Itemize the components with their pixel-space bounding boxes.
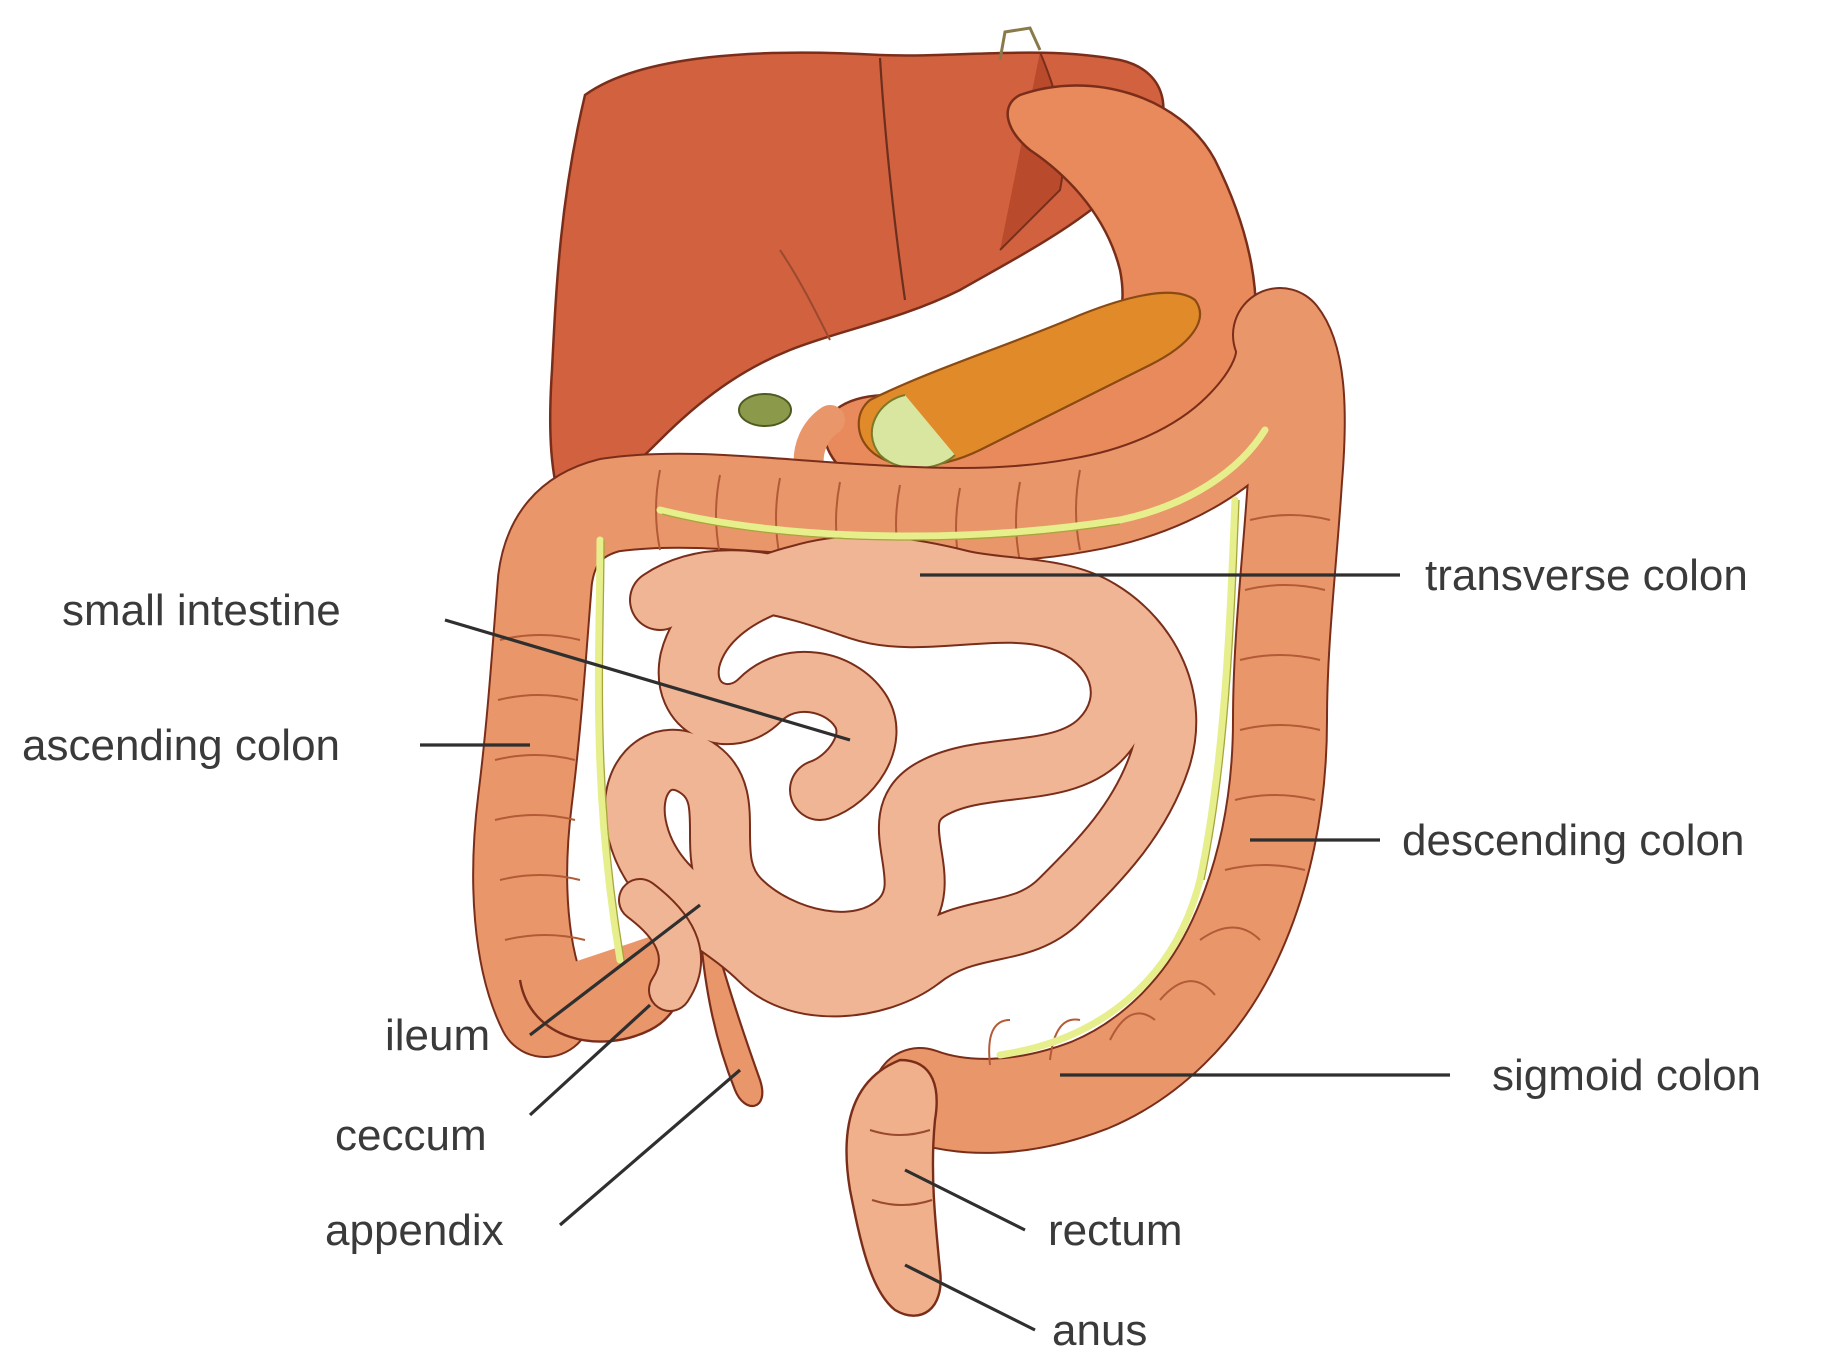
label-ileum: ileum (385, 1011, 490, 1060)
label-transverse-colon: transverse colon (1425, 551, 1748, 600)
label-small-intestine: small intestine (62, 586, 341, 635)
label-ascending-colon: ascending colon (22, 721, 340, 770)
leader-appendix (560, 1070, 740, 1225)
label-ceccum: ceccum (335, 1111, 487, 1160)
small-intestine (635, 566, 1167, 990)
label-sigmoid-colon: sigmoid colon (1492, 1051, 1761, 1100)
label-appendix: appendix (325, 1206, 504, 1255)
label-anus: anus (1052, 1306, 1147, 1354)
gallbladder (739, 394, 791, 426)
label-rectum: rectum (1048, 1206, 1182, 1255)
label-descending-colon: descending colon (1402, 816, 1744, 865)
